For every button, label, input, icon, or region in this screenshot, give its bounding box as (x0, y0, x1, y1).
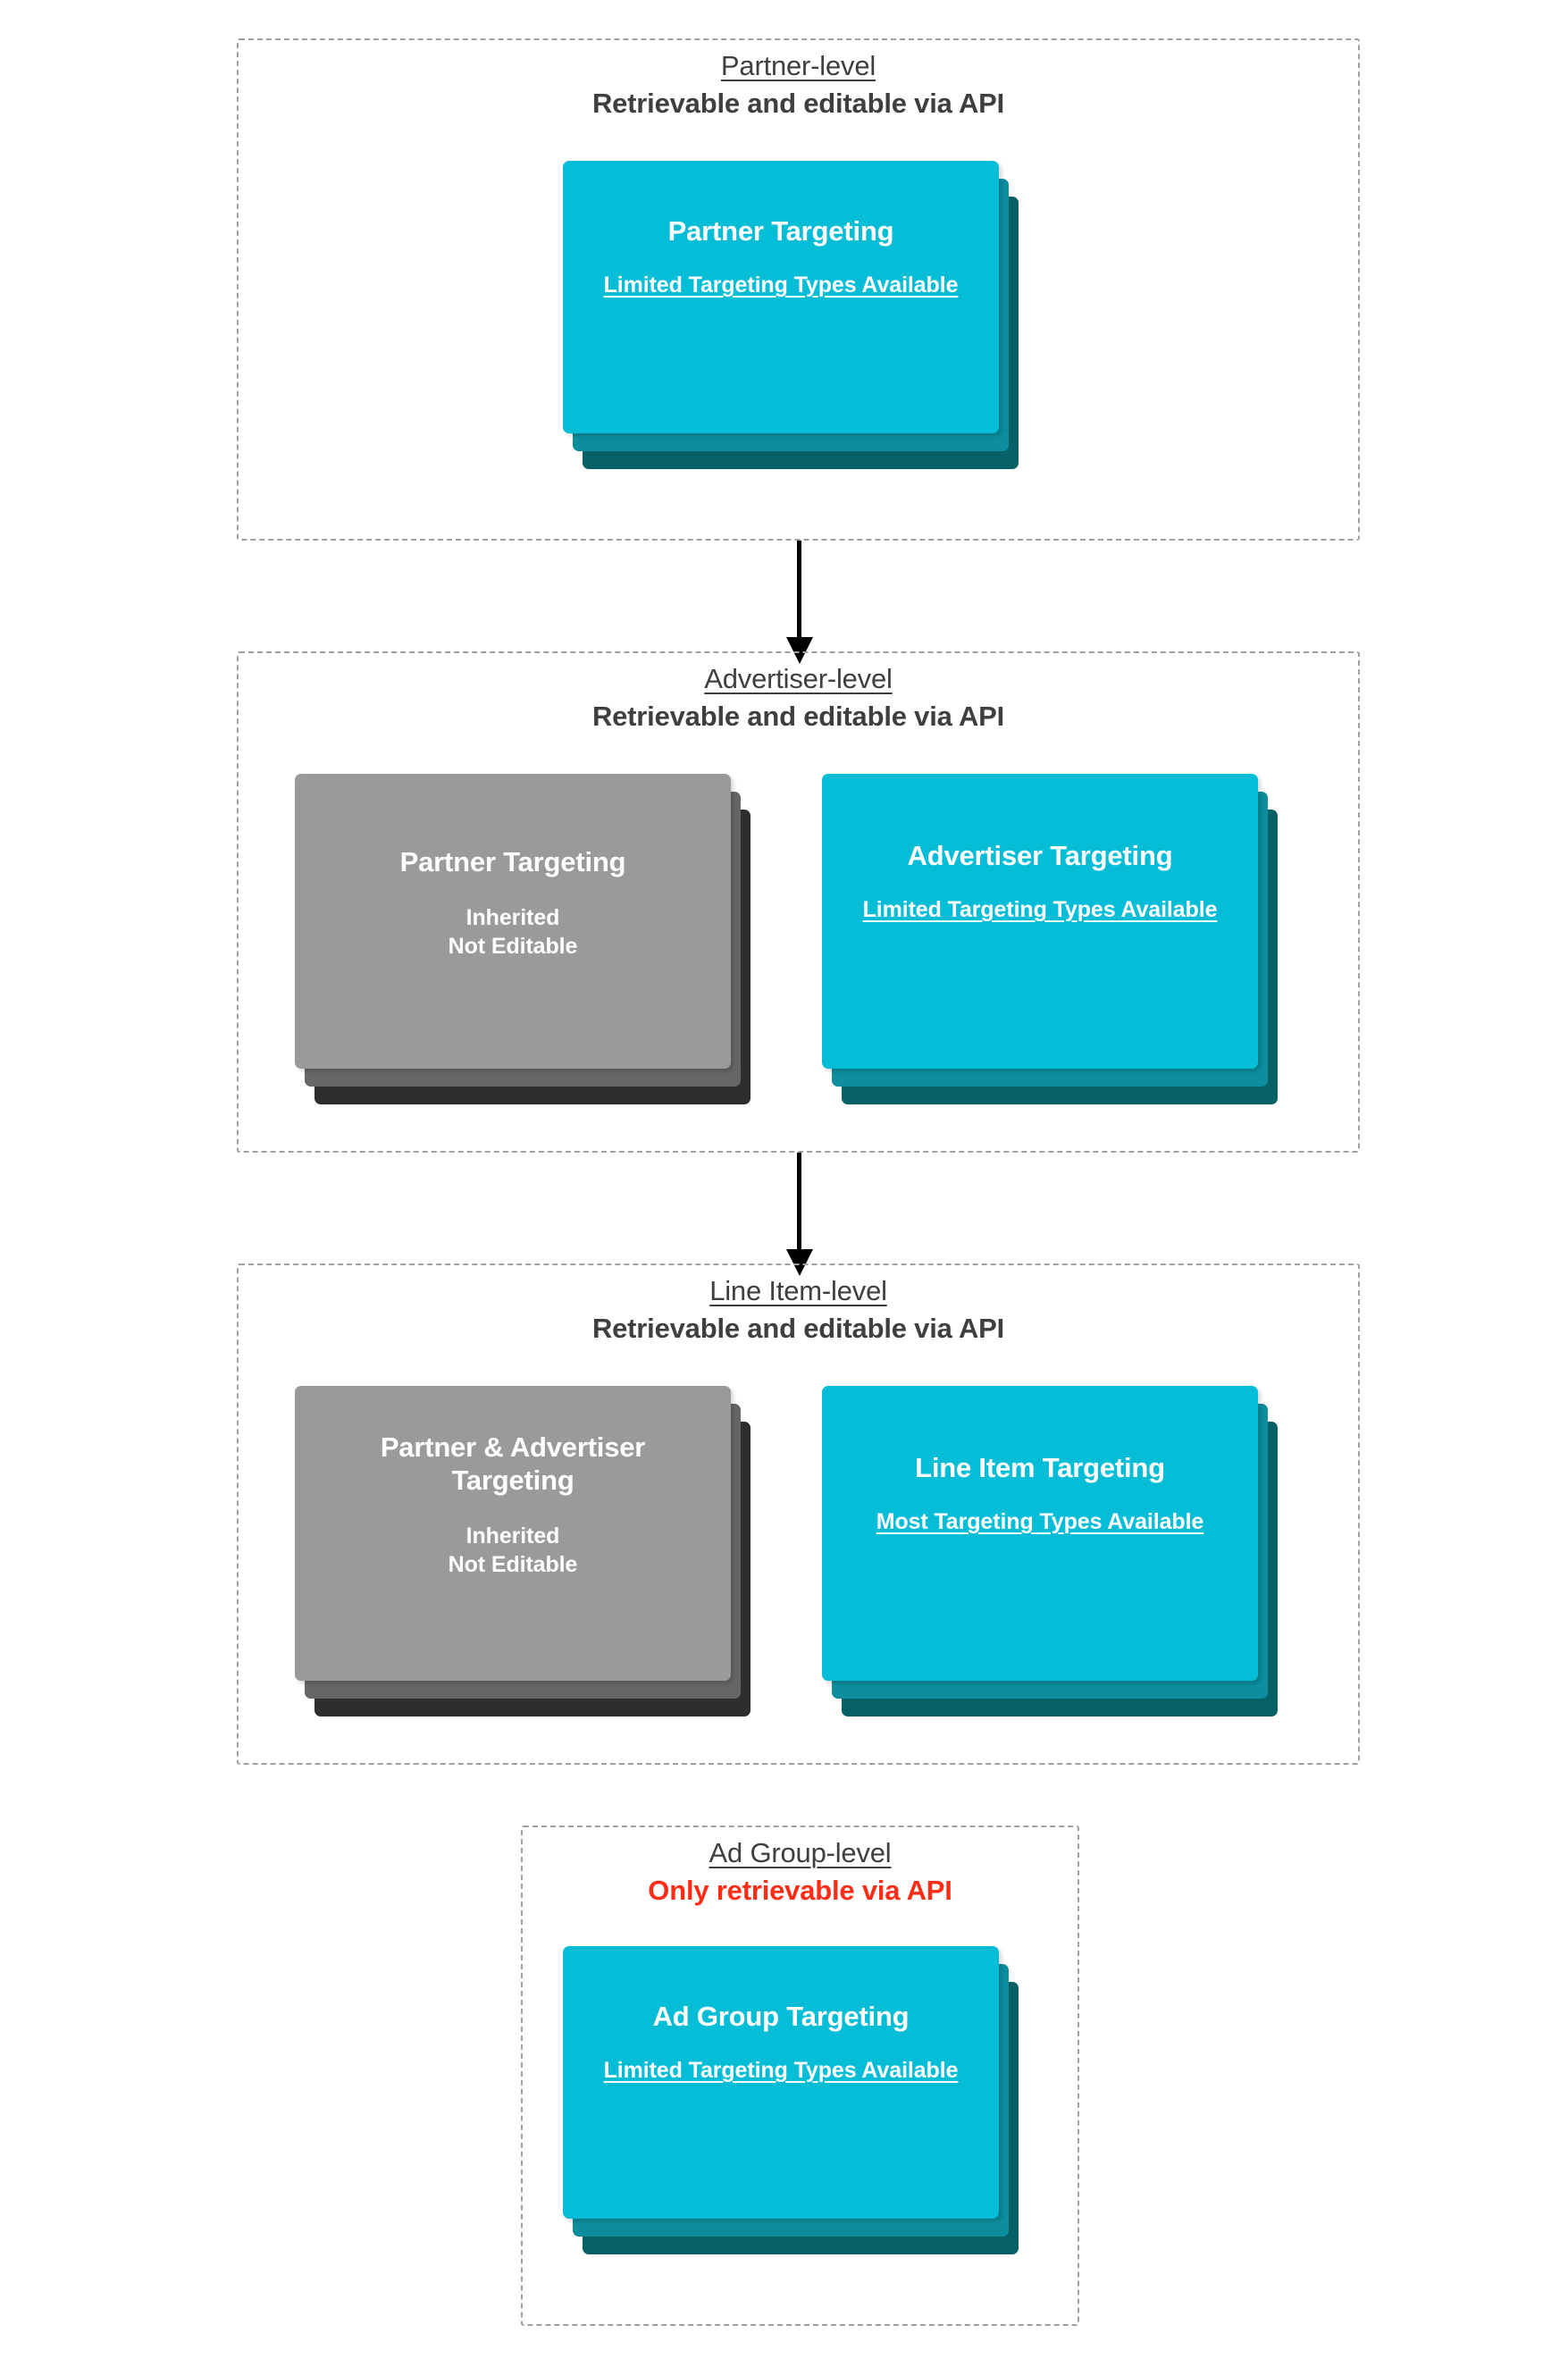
card-note: Limited Targeting Types Available (603, 2058, 959, 2084)
level-box-line-item (237, 1263, 1360, 1765)
level-title-partner: Partner-level (720, 50, 876, 81)
level-header-ad-group: Ad Group-level Only retrievable via API (521, 1837, 1079, 1907)
card-stack-advertiser-targeting[interactable]: Advertiser Targeting Limited Targeting T… (822, 774, 1295, 1122)
card-face-line-item-inherited[interactable]: Partner & Advertiser Targeting Inherited… (295, 1386, 731, 1681)
card-title: Partner & Advertiser Targeting (380, 1431, 646, 1497)
level-subtitle-ad-group: Only retrievable via API (648, 1874, 952, 1906)
card-stack-partner-targeting[interactable]: Partner Targeting Limited Targeting Type… (563, 161, 1019, 469)
card-title: Advertiser Targeting (907, 840, 1173, 871)
card-stack-line-item-inherited[interactable]: Partner & Advertiser Targeting Inherited… (295, 1386, 768, 1734)
card-face-ad-group-targeting[interactable]: Ad Group Targeting Limited Targeting Typ… (563, 1946, 999, 2219)
connector-advertiser-to-line-item (782, 1153, 818, 1278)
arrow-head-icon (786, 637, 813, 664)
card-note: Inherited Not Editable (448, 1523, 578, 1578)
card-note: Limited Targeting Types Available (862, 897, 1218, 923)
card-face-advertiser-targeting[interactable]: Advertiser Targeting Limited Targeting T… (822, 774, 1258, 1069)
card-title: Partner Targeting (399, 846, 626, 877)
card-face-partner-targeting[interactable]: Partner Targeting Limited Targeting Type… (563, 161, 999, 433)
level-header-line-item: Line Item-level Retrievable and editable… (237, 1275, 1360, 1345)
card-stack-ad-group-targeting[interactable]: Ad Group Targeting Limited Targeting Typ… (563, 1946, 1019, 2254)
arrow-head-icon (786, 1249, 813, 1276)
level-box-partner (237, 38, 1360, 541)
level-box-advertiser (237, 651, 1360, 1153)
card-face-advertiser-inherited[interactable]: Partner Targeting Inherited Not Editable (295, 774, 731, 1069)
level-subtitle-advertiser: Retrievable and editable via API (591, 700, 1005, 732)
level-title-advertiser: Advertiser-level (704, 663, 893, 694)
card-title: Partner Targeting (667, 215, 894, 247)
level-title-ad-group: Ad Group-level (709, 1837, 892, 1868)
level-title-line-item: Line Item-level (709, 1275, 887, 1306)
card-stack-advertiser-inherited[interactable]: Partner Targeting Inherited Not Editable (295, 774, 768, 1122)
card-stack-line-item-targeting[interactable]: Line Item Targeting Most Targeting Types… (822, 1386, 1295, 1734)
connector-partner-to-advertiser (782, 541, 818, 666)
card-title: Line Item Targeting (915, 1452, 1165, 1483)
level-box-ad-group (521, 1826, 1079, 2326)
arrow-shaft (797, 1153, 801, 1253)
level-subtitle-line-item: Retrievable and editable via API (591, 1312, 1005, 1344)
card-face-line-item-targeting[interactable]: Line Item Targeting Most Targeting Types… (822, 1386, 1258, 1681)
level-header-partner: Partner-level Retrievable and editable v… (237, 50, 1360, 120)
level-header-advertiser: Advertiser-level Retrievable and editabl… (237, 663, 1360, 733)
card-note: Inherited Not Editable (448, 905, 578, 960)
card-note: Limited Targeting Types Available (603, 273, 959, 298)
card-title: Ad Group Targeting (652, 2001, 910, 2032)
card-note: Most Targeting Types Available (876, 1509, 1204, 1535)
arrow-shaft (797, 541, 801, 641)
level-subtitle-partner: Retrievable and editable via API (591, 87, 1005, 119)
